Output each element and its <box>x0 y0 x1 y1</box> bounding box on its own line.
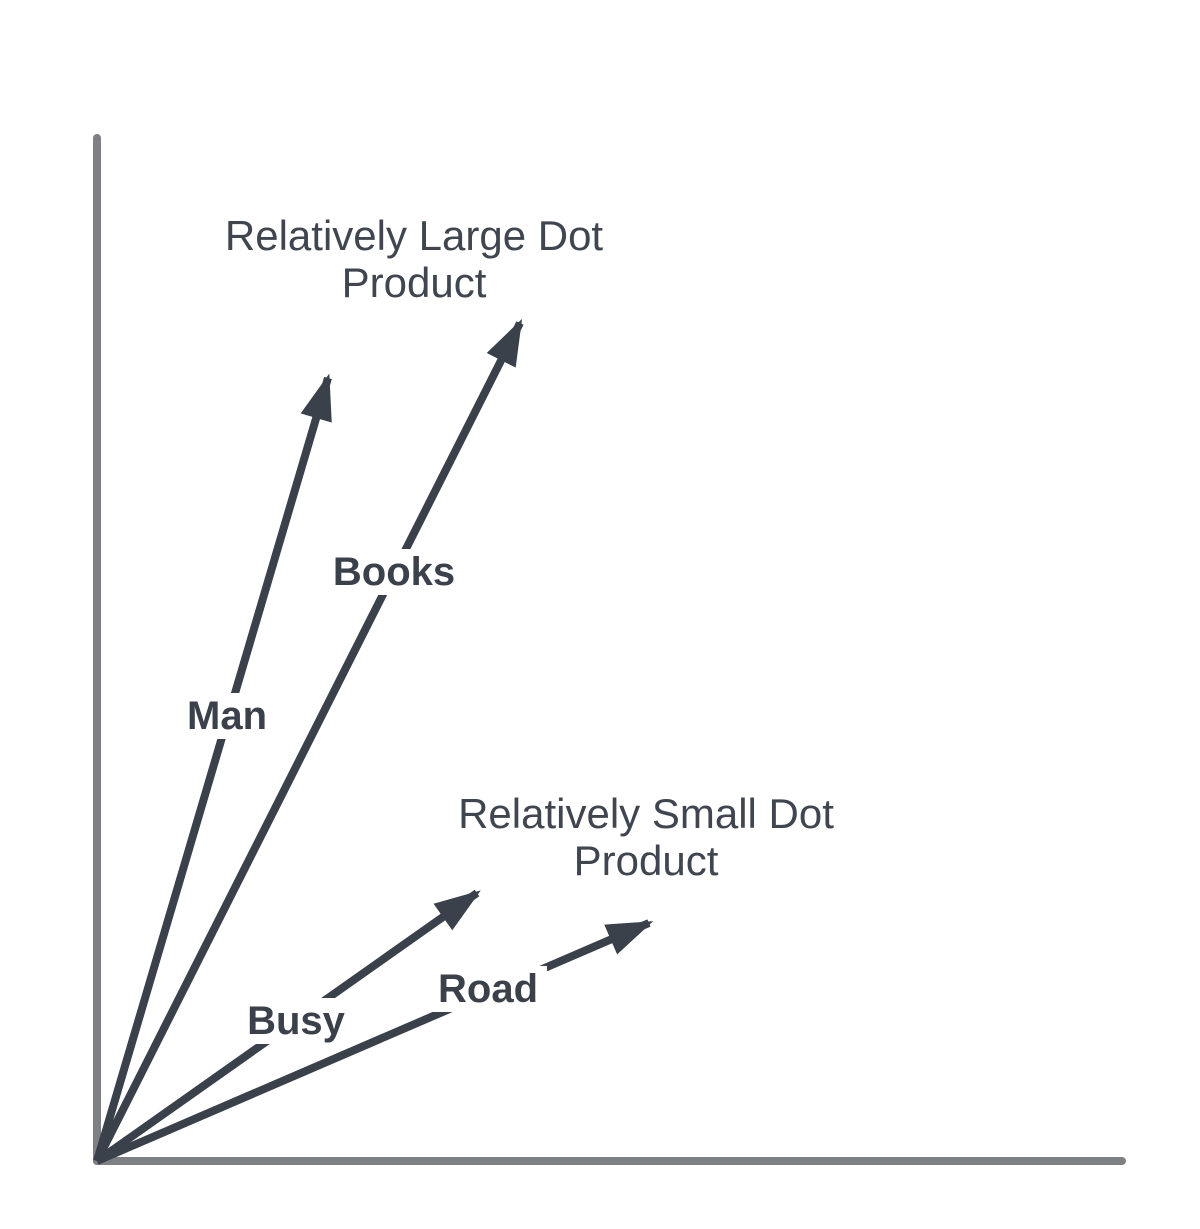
books-vector-arrow <box>93 318 524 1163</box>
road-vector-arrow <box>95 919 654 1165</box>
man-vector-label: Man <box>178 693 276 739</box>
busy-vector-label: Busy <box>238 998 354 1044</box>
small-dot-product-annotation: Relatively Small Dot Product <box>458 790 834 884</box>
books-vector-label: Books <box>323 549 465 595</box>
large-dot-product-annotation: Relatively Large Dot Product <box>224 212 604 306</box>
man-vector-arrow <box>93 373 332 1163</box>
road-vector-label: Road <box>429 966 547 1012</box>
